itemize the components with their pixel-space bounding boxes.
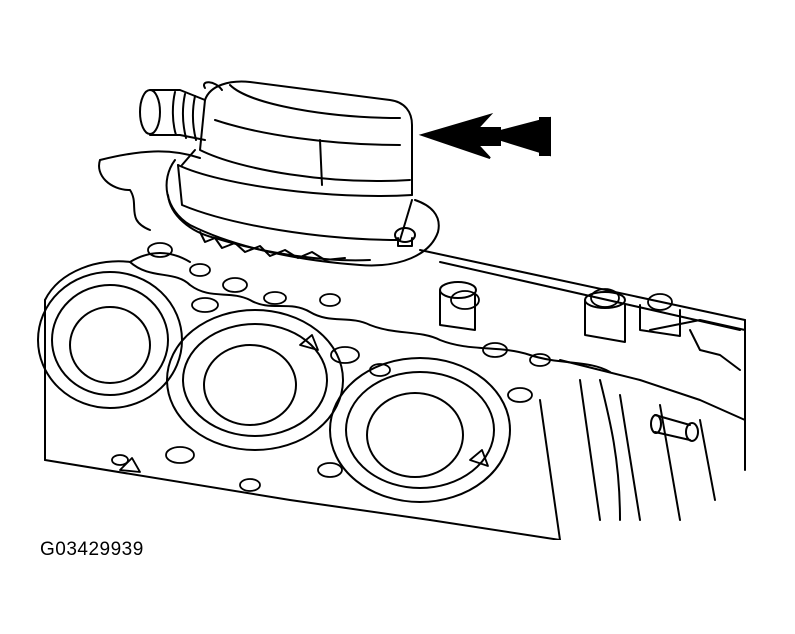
arrow-icon	[485, 118, 550, 155]
direction-arrows	[422, 115, 550, 158]
combustion-chamber-1	[38, 272, 182, 408]
oil-separator	[140, 82, 439, 266]
cylinder-head	[45, 151, 745, 540]
coolant-holes	[112, 243, 672, 491]
combustion-chamber-3	[330, 358, 510, 502]
figure-id-label: G03429939	[40, 539, 144, 560]
engine-diagram	[0, 0, 795, 540]
bolt-bosses	[440, 282, 680, 342]
side-stud	[651, 415, 698, 441]
combustion-chamber-2	[167, 310, 343, 450]
